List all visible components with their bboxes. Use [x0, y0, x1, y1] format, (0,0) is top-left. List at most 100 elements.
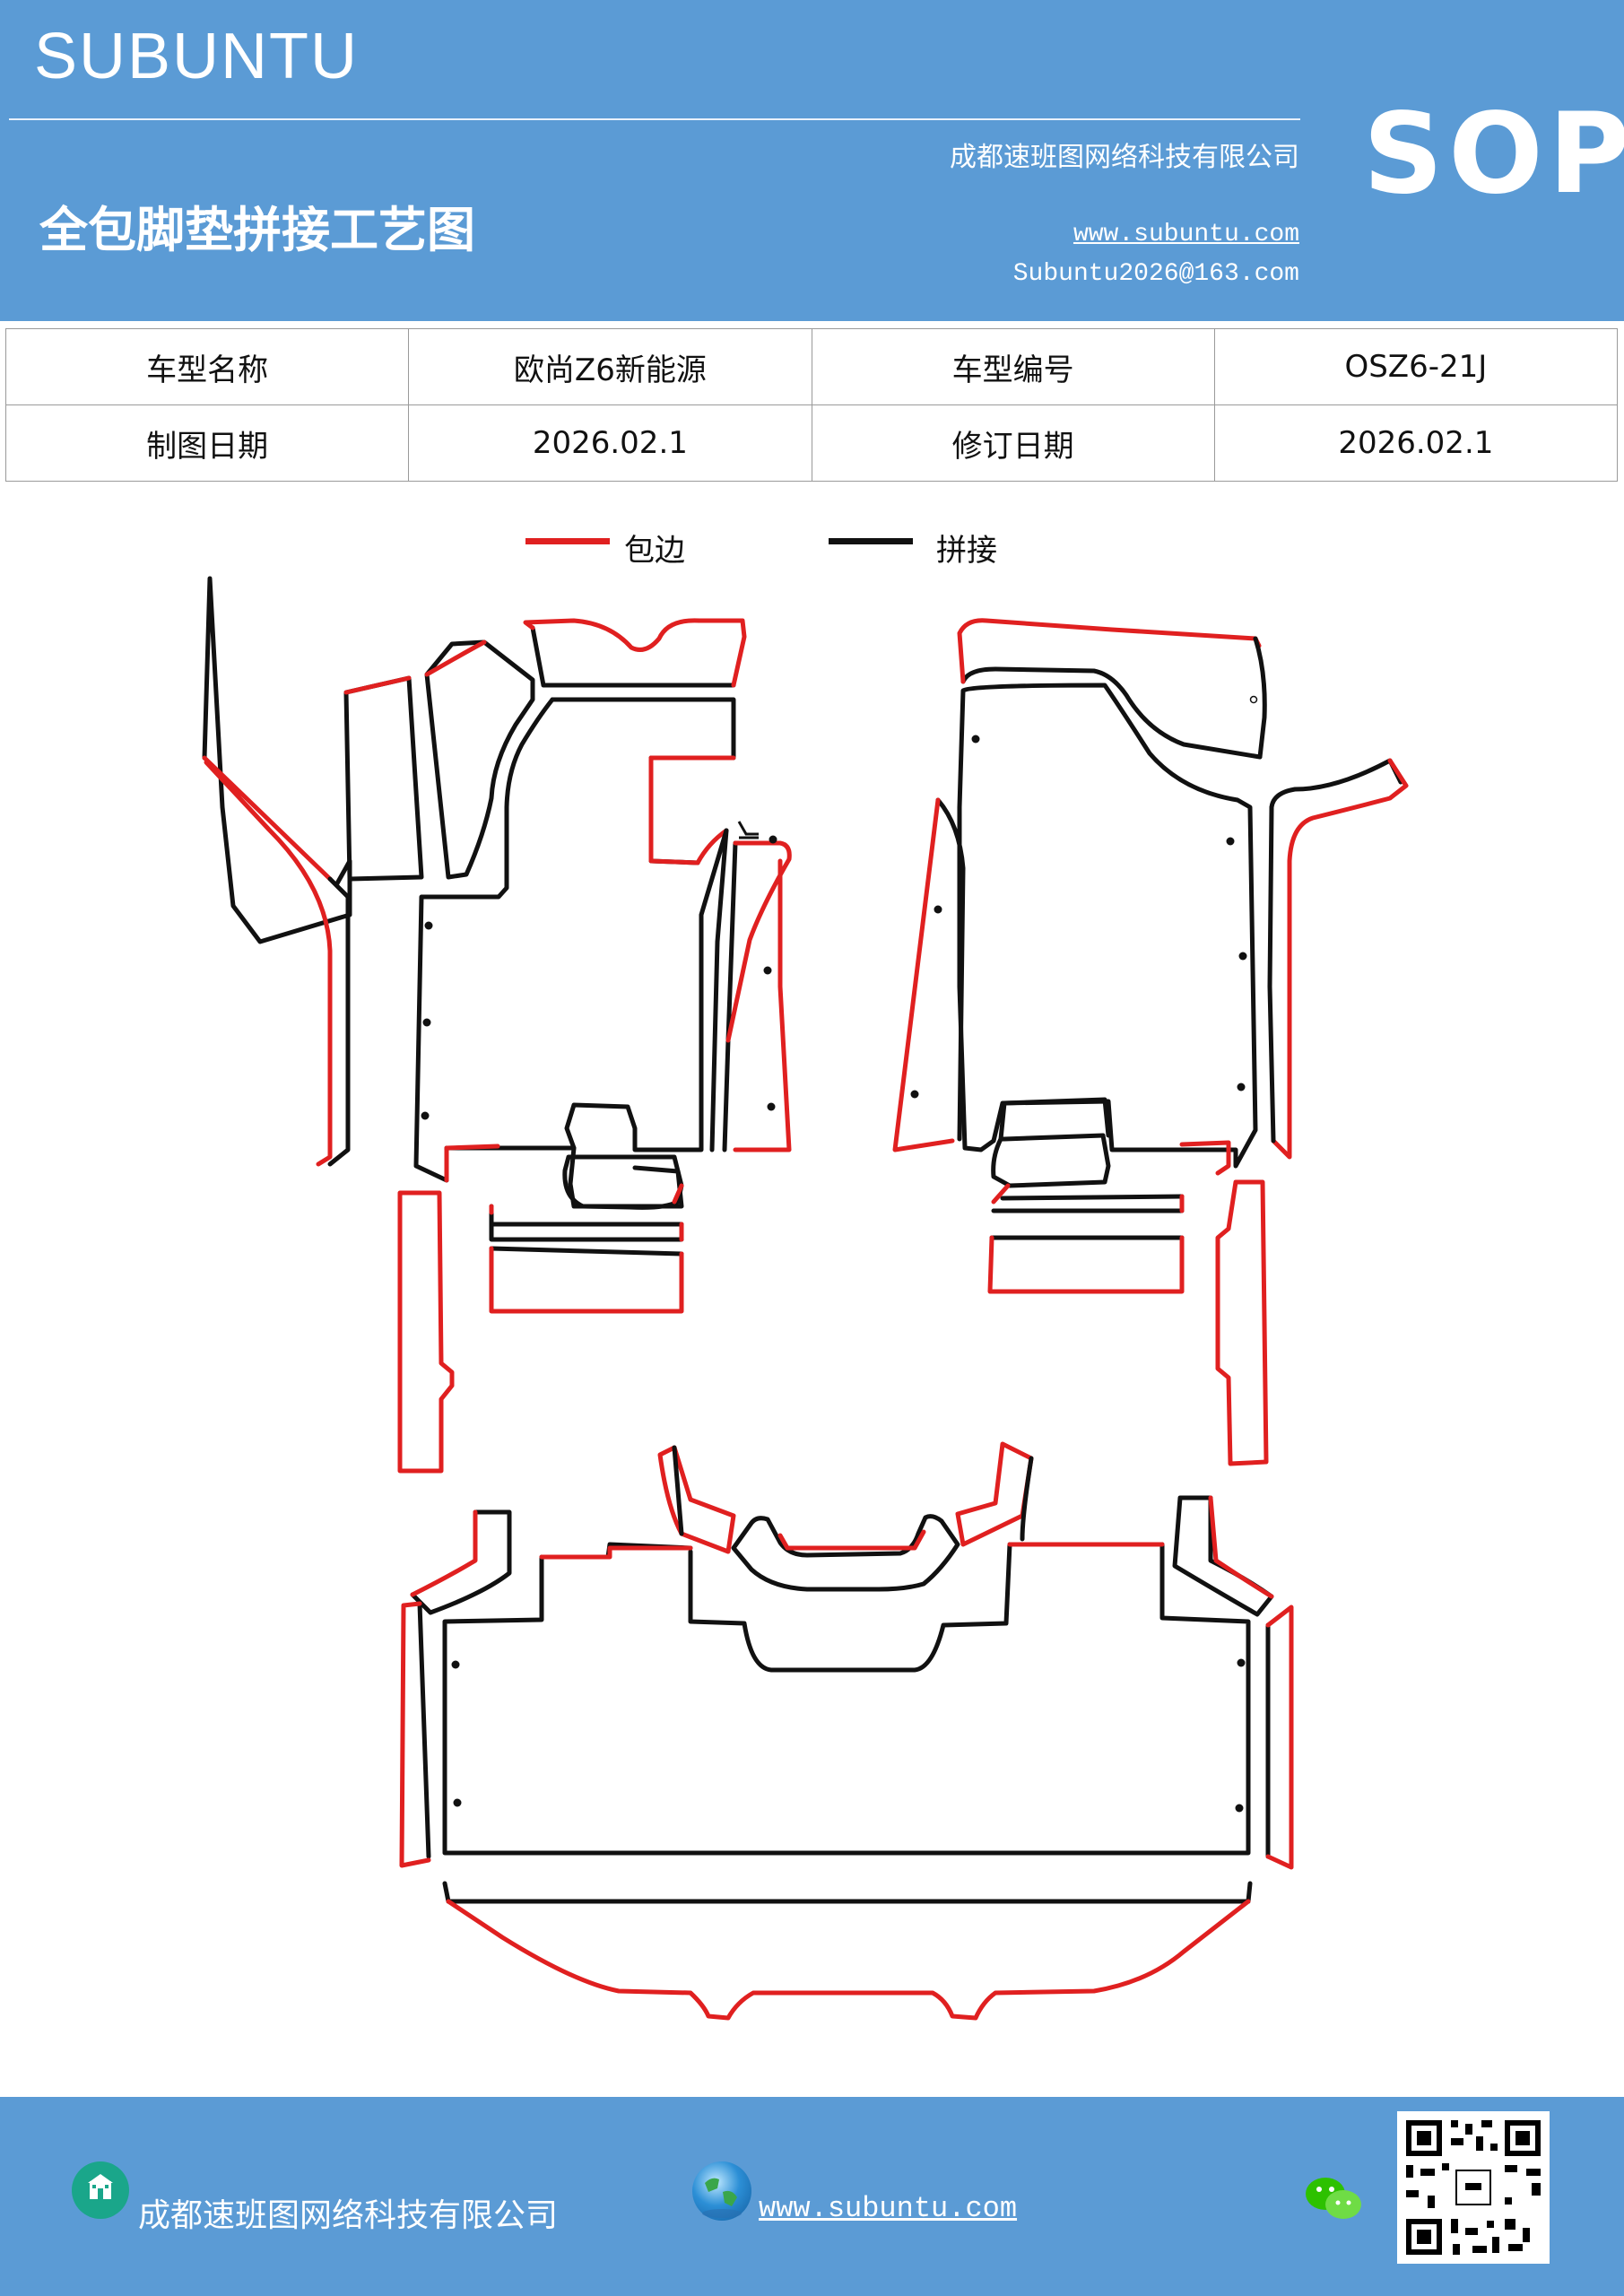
seam-dot [769, 835, 777, 844]
vehicle-info-table: 车型名称 欧尚Z6新能源 车型编号 OSZ6-21J 制图日期 2026.02.… [4, 328, 1619, 482]
table-row: 车型名称 欧尚Z6新能源 车型编号 OSZ6-21J [4, 328, 1619, 405]
mat-piece-rear-bottom-binding [446, 1899, 1251, 2021]
mat-piece-rear-flap-right [955, 1441, 1034, 1547]
table-cell: OSZ6-21J [1213, 328, 1619, 405]
mat-piece-left-foot-plate [489, 1204, 684, 1242]
mat-piece-left-panel-2-binding [424, 639, 487, 677]
legend-label-seam: 拼接 [936, 533, 997, 569]
mat-piece-right-foot-plate-binding [991, 1183, 1185, 1213]
mat-piece-rear-hump-binding [777, 1529, 926, 1551]
mat-piece-right-top [960, 666, 1263, 760]
mat-piece-right-inner-left [935, 797, 966, 1142]
globe-icon [692, 2161, 751, 2221]
mat-piece-rear-right-strip [1172, 1495, 1274, 1617]
mat-piece-rear-hump [731, 1514, 960, 1592]
mat-piece-right-inner-left-binding [892, 797, 955, 1152]
header-banner: SUBUNTU 成都速班图网络科技有限公司 全包脚垫拼接工艺图 www.subu… [0, 0, 1624, 321]
legend: 包边 拼接 [0, 529, 1624, 574]
seam-dot [767, 1102, 776, 1111]
footer-website-link[interactable]: www.subuntu.com [759, 2192, 1018, 2225]
seam-dot [422, 1018, 431, 1027]
mat-piece-rear-bottom [442, 1881, 1253, 1904]
seam-dot [1226, 837, 1235, 846]
table-cell: 2026.02.1 [408, 404, 812, 482]
table-cell: 制图日期 [4, 404, 410, 482]
mat-piece-right-side-strip [1269, 758, 1403, 810]
mat-piece-left-main-body [413, 697, 729, 1183]
seam-dot [424, 921, 433, 930]
mat-piece-left-foot-box [489, 1246, 684, 1257]
seam-dot [453, 1798, 462, 1807]
mat-piece-right-side-strip-seam [1267, 804, 1276, 1144]
mat-piece-left-panel-2 [424, 639, 535, 880]
header-email[interactable]: Subuntu2026@163.com [1012, 260, 1299, 288]
legend-swatch-binding [525, 538, 610, 544]
mat-piece-left-side-strip [202, 576, 352, 944]
seam-dot [1238, 952, 1247, 961]
table-row: 制图日期 2026.02.1 修订日期 2026.02.1 [4, 404, 1619, 482]
building-icon [72, 2161, 129, 2219]
footer-banner: 成都速班图网络科技有限公司 www.subuntu.com [0, 2097, 1624, 2296]
seam-dot [763, 966, 772, 975]
mat-piece-left-top-binding [523, 618, 747, 688]
footer-company: 成都速班图网络科技有限公司 [138, 2197, 559, 2234]
brand-name: SUBUNTU [34, 21, 360, 92]
mat-piece-right-heel-binding [1179, 1140, 1231, 1176]
mat-piece-left-panel [343, 675, 424, 882]
mat-piece-right-foot-box-binding [987, 1235, 1185, 1294]
mat-piece-left-rail [709, 828, 738, 1152]
mat-piece-rear-right-strip-binding [1208, 1495, 1274, 1599]
seam-markers [421, 735, 1247, 1813]
mat-piece-right-main [957, 683, 1258, 1169]
mat-piece-rear-left-strip-binding [410, 1509, 478, 1597]
mat-piece-rear-left-strip [410, 1509, 512, 1615]
mat-piece-rear-main-binding [539, 1542, 1165, 1560]
seam-dot [1235, 1804, 1244, 1813]
legend-swatch-seam [829, 538, 913, 544]
mat-piece-left-heel-2 [562, 1154, 684, 1210]
seam-dot [910, 1090, 919, 1099]
table-cell: 车型编号 [811, 328, 1215, 405]
mat-piece-rear-right-side-binding [1265, 1605, 1294, 1870]
header-company: 成都速班图网络科技有限公司 [950, 142, 1299, 173]
header-divider [9, 118, 1300, 120]
seam-dot [1237, 1658, 1246, 1667]
mat-piece-right-top-binding [957, 618, 1262, 684]
qr-code[interactable] [1397, 2111, 1550, 2264]
seam-dot [971, 735, 980, 744]
mat-piece-left-side-strip-seam [327, 876, 351, 1167]
mat-piece-rear-left-side [417, 1601, 431, 1859]
seam-dot [1237, 1083, 1246, 1091]
mat-piece-left-lower-strip [397, 1190, 455, 1474]
mat-piece-left-top [530, 625, 736, 688]
mat-piece-right-top-seam [1253, 636, 1267, 760]
mat-piece-left-foot-box-binding [489, 1246, 684, 1314]
mat-piece-right-foot-plate [991, 1194, 1185, 1213]
mat-piece-left-heel-binding [444, 1144, 684, 1205]
seam-dot [451, 1660, 460, 1669]
mat-piece-left-panel-binding [343, 675, 412, 695]
page-title: 全包脚垫拼接工艺图 [39, 202, 475, 258]
mat-piece-rear-flap-right-seam [1020, 1456, 1034, 1542]
wechat-icon[interactable] [1302, 2172, 1365, 2226]
mat-piece-rear-flap-left [657, 1445, 736, 1554]
mat-piece-left-rail-binding [725, 840, 792, 1152]
seam-dot [934, 905, 942, 914]
mat-piece-rear-flap-left-seam [672, 1445, 684, 1536]
mat-piece-rear-left-side-binding [399, 1601, 431, 1868]
legend-label-binding: 包边 [624, 533, 685, 569]
floor-mat-diagram [202, 576, 1409, 2021]
table-cell: 修订日期 [811, 404, 1215, 482]
mat-piece-left-main-binding [648, 755, 736, 865]
mat-piece-left-side-strip-binding [202, 755, 333, 1167]
table-cell: 车型名称 [4, 328, 410, 405]
table-cell: 欧尚Z6新能源 [408, 328, 812, 405]
orientation-mark [737, 821, 759, 839]
table-cell: 2026.02.1 [1213, 404, 1619, 482]
mat-piece-left-foot-plate-binding [489, 1204, 684, 1242]
marker-hole [1249, 695, 1258, 704]
seam-dot [421, 1111, 430, 1120]
header-website-link[interactable]: www.subuntu.com [1073, 221, 1299, 248]
mat-piece-right-lower-strip [1215, 1179, 1269, 1466]
mat-piece-right-side-strip-binding [1271, 758, 1409, 1160]
